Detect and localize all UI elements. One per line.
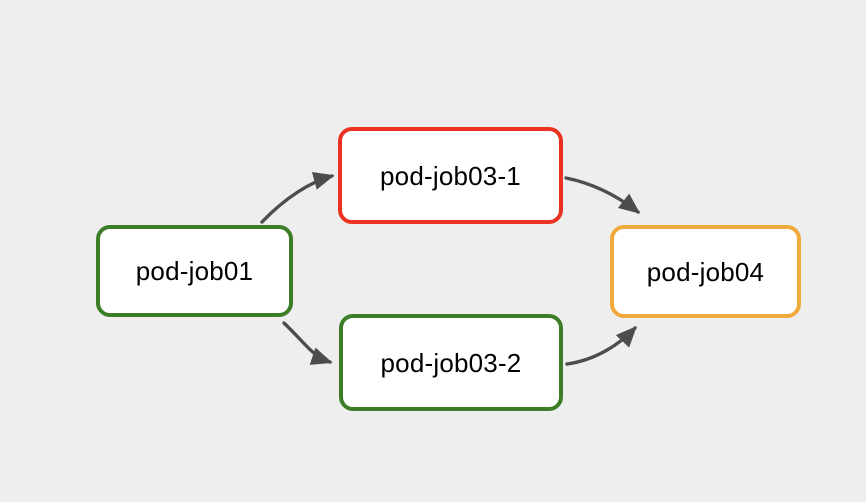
node-label: pod-job03-1 xyxy=(380,160,521,191)
node-label: pod-job03-2 xyxy=(380,347,522,378)
node-label: pod-job01 xyxy=(135,256,254,286)
node-label: pod-job04 xyxy=(646,256,765,287)
node-pod-job03-1[interactable]: pod-job03-1 xyxy=(338,127,563,224)
edge-job03-2-to-job04 xyxy=(565,326,637,366)
node-pod-job01[interactable]: pod-job01 xyxy=(96,225,293,317)
edge-job03-1-to-job04 xyxy=(564,176,641,214)
edge-job01-to-job03-1 xyxy=(260,171,335,224)
node-pod-job04[interactable]: pod-job04 xyxy=(610,225,801,318)
node-pod-job03-2[interactable]: pod-job03-2 xyxy=(339,314,563,411)
edge-job01-to-job03-2 xyxy=(282,321,333,365)
